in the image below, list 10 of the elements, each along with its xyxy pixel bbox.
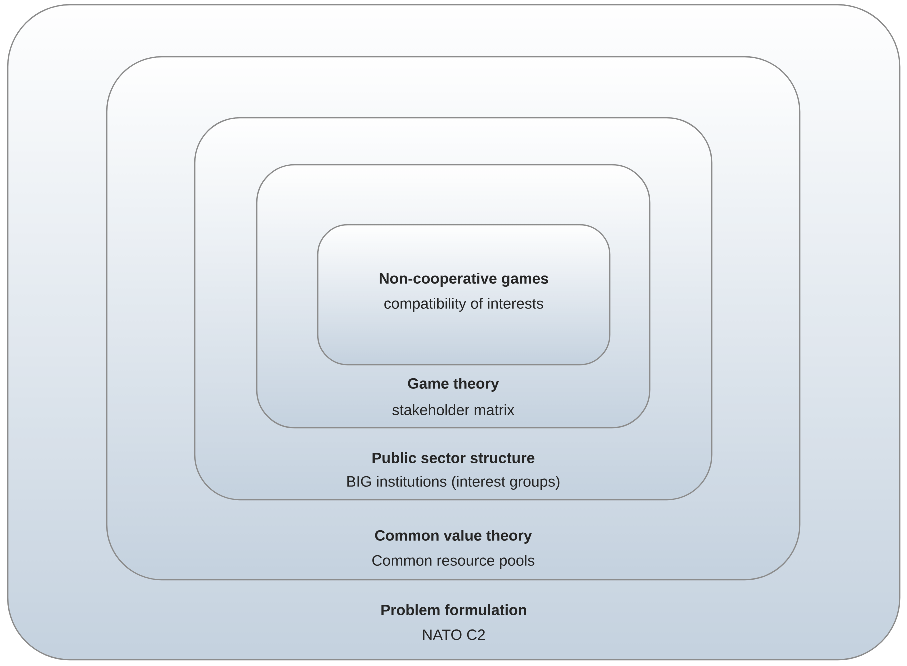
box-subtitle: stakeholder matrix bbox=[392, 404, 515, 416]
box-subtitle: compatibility of interests bbox=[384, 298, 544, 312]
box-heading: Problem formulation bbox=[382, 604, 526, 616]
box-heading: Common value theory bbox=[375, 530, 532, 544]
box-subtitle: NATO C2 bbox=[423, 630, 486, 640]
box-subtitle: BIG institutions (interest groups) bbox=[348, 476, 560, 490]
box-heading: Game theory bbox=[408, 378, 500, 392]
box-heading: Public sector structure bbox=[372, 452, 535, 464]
box-heading: Non-cooperative games bbox=[380, 272, 548, 288]
box-subtitle: Common resource pools bbox=[372, 555, 535, 569]
